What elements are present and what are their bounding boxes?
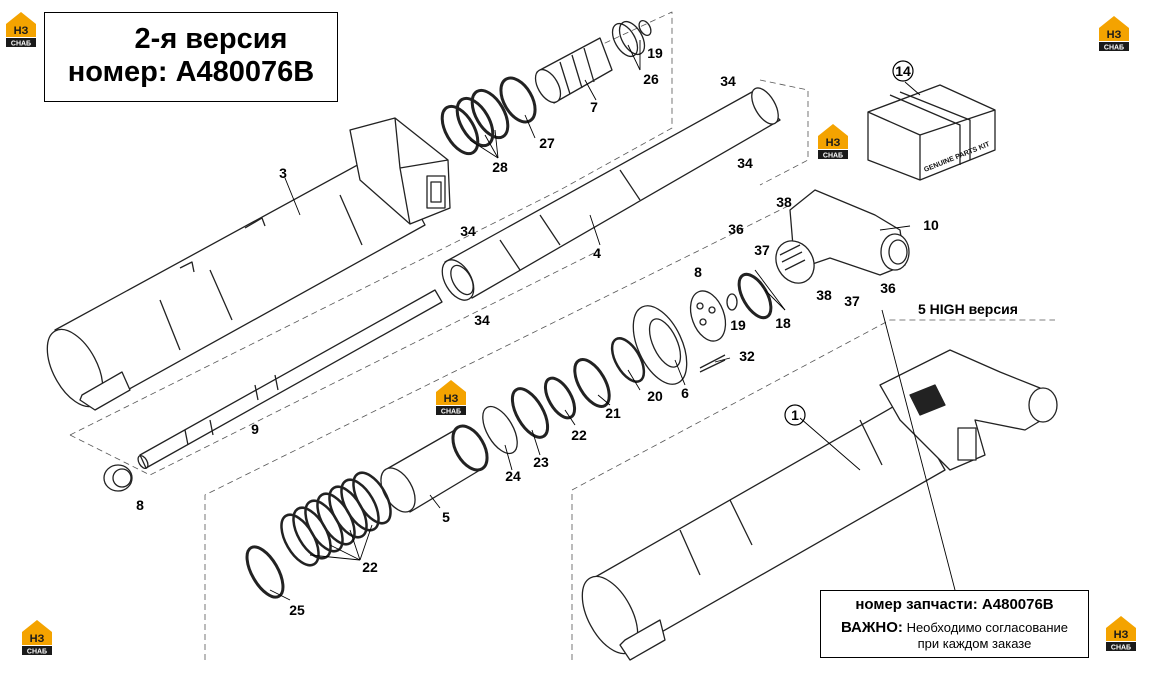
brand-logo: НЗ СНАБ	[434, 378, 468, 416]
callout-label-19: 19	[647, 45, 663, 61]
logo-icon: НЗ СНАБ	[22, 620, 52, 656]
callout-label-32: 32	[739, 348, 755, 364]
cylinder-barrel-part-3	[46, 117, 451, 411]
callout-label-36: 36	[880, 280, 896, 296]
callout-label-7: 7	[590, 99, 598, 115]
piston-part-8-upper	[689, 290, 727, 342]
brand-logo: НЗ СНАБ	[20, 618, 54, 656]
part-number-line: номер запчасти: A480076B	[855, 596, 1054, 613]
callout-label-27: 27	[539, 135, 555, 151]
callout-labels: 1345678891014181919202122222324252627283…	[136, 45, 939, 618]
svg-text:СНАБ: СНАБ	[27, 649, 47, 656]
callout-label-19: 19	[730, 317, 746, 333]
callout-label-25: 25	[289, 602, 305, 618]
rings-part-28	[440, 88, 510, 156]
version-line-1: 2-я версия	[134, 23, 288, 55]
version-title-box: 2-я версия номер: A480076B	[44, 12, 338, 102]
ring-part-22	[543, 376, 577, 420]
important-label: ВАЖНО:	[840, 619, 903, 636]
svg-text:СНАБ: СНАБ	[441, 409, 461, 416]
ring-part-21	[573, 358, 611, 408]
callout-label-8: 8	[136, 497, 144, 513]
important-text-1: Необходимо согласование	[906, 620, 1069, 635]
svg-text:СНАБ: СНАБ	[11, 41, 31, 48]
logo-icon: НЗ СНАБ	[6, 12, 36, 48]
brand-logo: НЗ СНАБ	[4, 10, 38, 48]
callout-label-26: 26	[643, 71, 659, 87]
ring-part-24	[482, 405, 518, 455]
important-line: ВАЖНО: Необходимо согласование	[821, 619, 1088, 636]
callout-label-37: 37	[844, 293, 860, 309]
important-text-2: при каждом заказе	[917, 636, 1032, 651]
svg-text:НЗ: НЗ	[30, 633, 45, 645]
callout-label-8: 8	[694, 264, 702, 280]
flange-part-6	[632, 305, 688, 385]
rings-part-26-19	[611, 19, 652, 58]
piston-nut-part-8	[103, 464, 133, 492]
callout-label-6: 6	[681, 385, 689, 401]
callout-label-3: 3	[279, 165, 287, 181]
callout-label-20: 20	[647, 388, 663, 404]
callout-label-22: 22	[571, 427, 587, 443]
svg-text:СНАБ: СНАБ	[1111, 645, 1131, 652]
assembled-cylinder-part-1	[581, 349, 1058, 661]
cylinder-tube-part-4	[441, 87, 781, 301]
brand-logo: НЗ СНАБ	[1097, 14, 1131, 52]
logo-icon: НЗ СНАБ	[1099, 16, 1129, 52]
high-version-label: 5 HIGH версия	[918, 301, 1018, 317]
callout-label-24: 24	[505, 468, 521, 484]
callout-label-37: 37	[754, 242, 770, 258]
callout-label-36: 36	[728, 221, 744, 237]
gland-part-5	[380, 424, 489, 513]
svg-text:НЗ: НЗ	[1114, 629, 1129, 641]
brand-logo: НЗ СНАБ	[1104, 614, 1138, 652]
ring-part-23	[510, 387, 550, 439]
callout-label-23: 23	[533, 454, 549, 470]
callout-label-14: 14	[895, 63, 911, 79]
callout-label-10: 10	[923, 217, 939, 233]
callout-label-34: 34	[720, 73, 736, 89]
callout-label-4: 4	[593, 245, 601, 261]
callout-circle	[892, 60, 914, 82]
svg-text:СНАБ: СНАБ	[1104, 45, 1124, 52]
callout-label-34: 34	[737, 155, 753, 171]
seal-pack-part-7	[534, 37, 613, 104]
callout-label-28: 28	[492, 159, 508, 175]
callout-label-34: 34	[460, 223, 476, 239]
ring-part-25	[245, 545, 285, 599]
svg-text:НЗ: НЗ	[444, 393, 459, 405]
svg-text:НЗ: НЗ	[1107, 29, 1122, 41]
callout-label-18: 18	[775, 315, 791, 331]
svg-text:СНАБ: СНАБ	[823, 153, 843, 160]
logo-icon: НЗ СНАБ	[1106, 616, 1136, 652]
callout-label-38: 38	[816, 287, 832, 303]
leader-lines	[269, 40, 956, 601]
seal-stack-part-22	[280, 471, 392, 567]
callout-label-9: 9	[251, 421, 259, 437]
parts-kit-box-part-14	[867, 84, 996, 181]
brand-logo: НЗ СНАБ	[816, 122, 850, 160]
ring-part-19	[726, 293, 738, 311]
svg-text:НЗ: НЗ	[826, 137, 841, 149]
bolt-part-32	[699, 354, 726, 373]
callout-label-38: 38	[776, 194, 792, 210]
logo-icon: НЗ СНАБ	[818, 124, 848, 160]
assembly-axis-lines	[69, 11, 1055, 660]
piston-rod-part-9	[137, 289, 443, 470]
part-info-box: номер запчасти: A480076B ВАЖНО: Необходи…	[820, 590, 1089, 658]
version-line-2: номер: A480076B	[67, 56, 315, 88]
ring-part-20	[610, 337, 646, 383]
callout-label-34: 34	[474, 312, 490, 328]
callout-label-1: 1	[791, 407, 799, 423]
ring-part-27	[499, 76, 537, 124]
rod-eye-part-10	[775, 189, 910, 284]
svg-text:НЗ: НЗ	[14, 25, 29, 37]
callout-label-21: 21	[605, 405, 621, 421]
callout-label-22: 22	[362, 559, 378, 575]
callout-circle	[784, 404, 806, 426]
callout-label-5: 5	[442, 509, 450, 525]
logo-icon: НЗ СНАБ	[436, 380, 466, 416]
